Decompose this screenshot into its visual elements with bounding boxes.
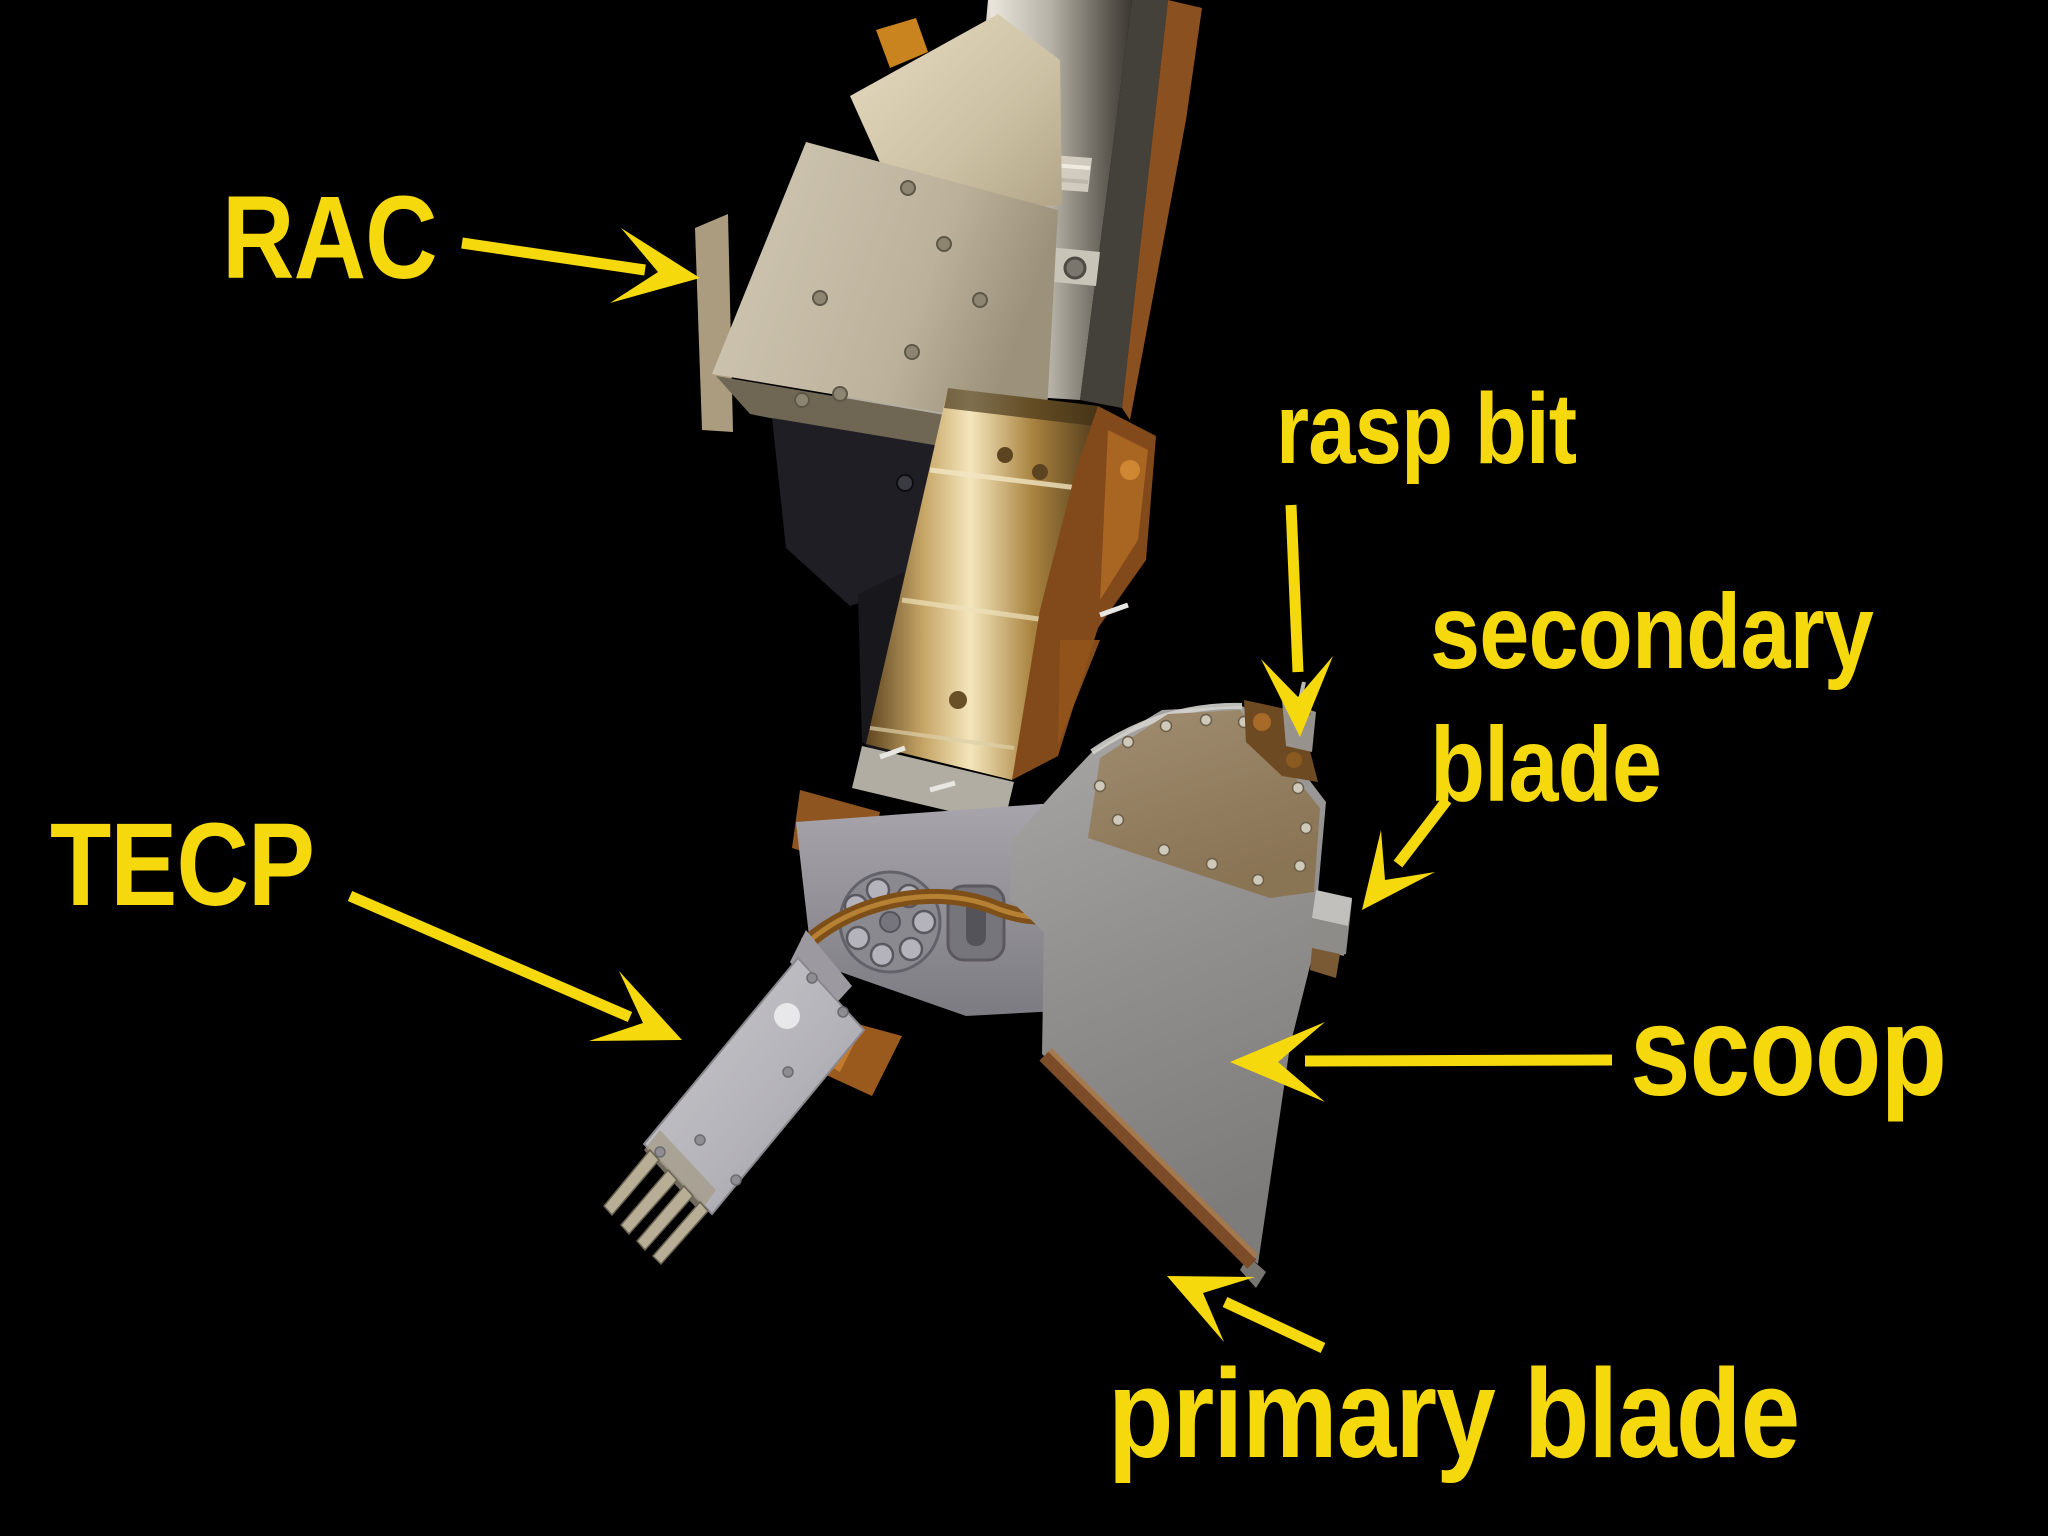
- label-primary-blade: primary blade: [1108, 1343, 1800, 1484]
- scoop-arrow: [1230, 1022, 1613, 1102]
- tecp-probe: [603, 930, 866, 1266]
- rasp-bit-arrow: [1261, 504, 1333, 737]
- label-secondary-blade: secondary blade: [1430, 566, 1874, 831]
- kapton-tape-tab: [876, 18, 928, 68]
- tecp-arrow: [347, 890, 682, 1041]
- label-rac: RAC: [222, 172, 438, 304]
- label-rasp-bit: rasp bit: [1276, 373, 1577, 485]
- rac-arrow: [461, 228, 700, 303]
- label-secondary-blade-line1: secondary: [1430, 573, 1874, 691]
- label-tecp: TECP: [50, 799, 315, 931]
- rac-camera-box: [695, 14, 1062, 470]
- secondary-blade-tab: [1309, 890, 1352, 978]
- label-scoop: scoop: [1630, 980, 1947, 1123]
- scoop-body: [1010, 681, 1352, 1288]
- tecp-needles: [603, 1148, 710, 1266]
- label-secondary-blade-line2: blade: [1430, 705, 1662, 824]
- lower-arm-tube-bronze: [866, 388, 1098, 780]
- primary-blade-edge: [1039, 1051, 1257, 1269]
- tecp-dot: [774, 1003, 800, 1029]
- secondary-blade-arrow: [1362, 796, 1452, 910]
- primary-blade-arrow: [1167, 1276, 1326, 1353]
